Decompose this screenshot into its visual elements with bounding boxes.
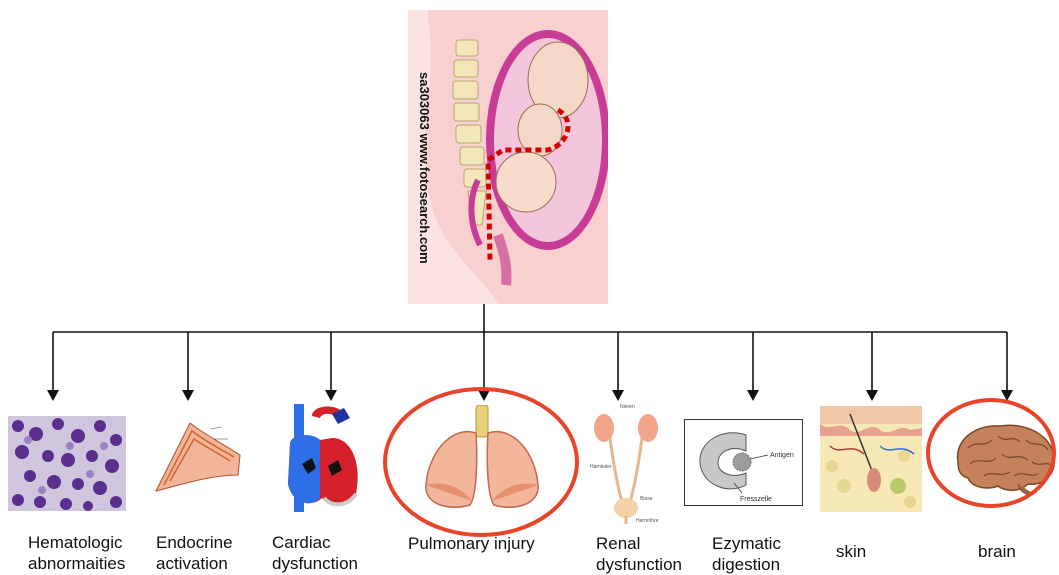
label-pulmonary-line1: Pulmonary injury <box>408 533 535 554</box>
label-skin-line1: skin <box>836 541 866 562</box>
endocrine-gland-icon <box>150 415 242 495</box>
label-enzymatic-line2: digestion <box>712 554 781 575</box>
label-endocrine-line1: Endocrine <box>156 532 233 553</box>
kidney-label-left: Harnleiter <box>590 464 612 470</box>
skin-section-icon <box>820 406 922 512</box>
label-enzymatic: Ezymatic digestion <box>712 533 781 575</box>
label-brain: brain <box>978 541 1016 562</box>
blood-cells-icon <box>8 416 126 511</box>
highlight-ring-pulmonary <box>382 386 580 538</box>
label-hematologic-line2: abnormaities <box>28 553 125 574</box>
phagocyte-label-antigen: Antigen <box>770 452 794 459</box>
label-hematologic-line1: Hematologic <box>28 532 125 553</box>
label-skin: skin <box>836 541 866 562</box>
label-endocrine-line2: activation <box>156 553 233 574</box>
kidney-label-top: Nieren <box>620 404 635 410</box>
label-endocrine: Endocrine activation <box>156 532 233 574</box>
label-brain-line1: brain <box>978 541 1016 562</box>
label-renal-line1: Renal <box>596 533 682 554</box>
heart-icon <box>272 404 364 512</box>
highlight-ring-brain <box>924 397 1058 509</box>
label-cardiac-line2: dysfunction <box>272 553 358 574</box>
kidney-label-bladder: Blase <box>640 496 653 502</box>
kidney-label-bottom: Harnröhre <box>636 518 659 524</box>
phagocyte-label-cell: Fresszelle <box>740 496 772 503</box>
label-renal-line2: dysfunction <box>596 554 682 575</box>
label-cardiac: Cardiac dysfunction <box>272 532 358 574</box>
label-renal: Renal dysfunction <box>596 533 682 575</box>
label-pulmonary: Pulmonary injury <box>408 533 535 554</box>
label-enzymatic-line1: Ezymatic <box>712 533 781 554</box>
label-hematologic: Hematologic abnormaities <box>28 532 125 574</box>
phagocyte-antigen-icon: Antigen Fresszelle <box>684 419 803 506</box>
label-cardiac-line1: Cardiac <box>272 532 358 553</box>
kidneys-icon: Nieren Harnleiter Blase Harnröhre <box>590 398 668 526</box>
